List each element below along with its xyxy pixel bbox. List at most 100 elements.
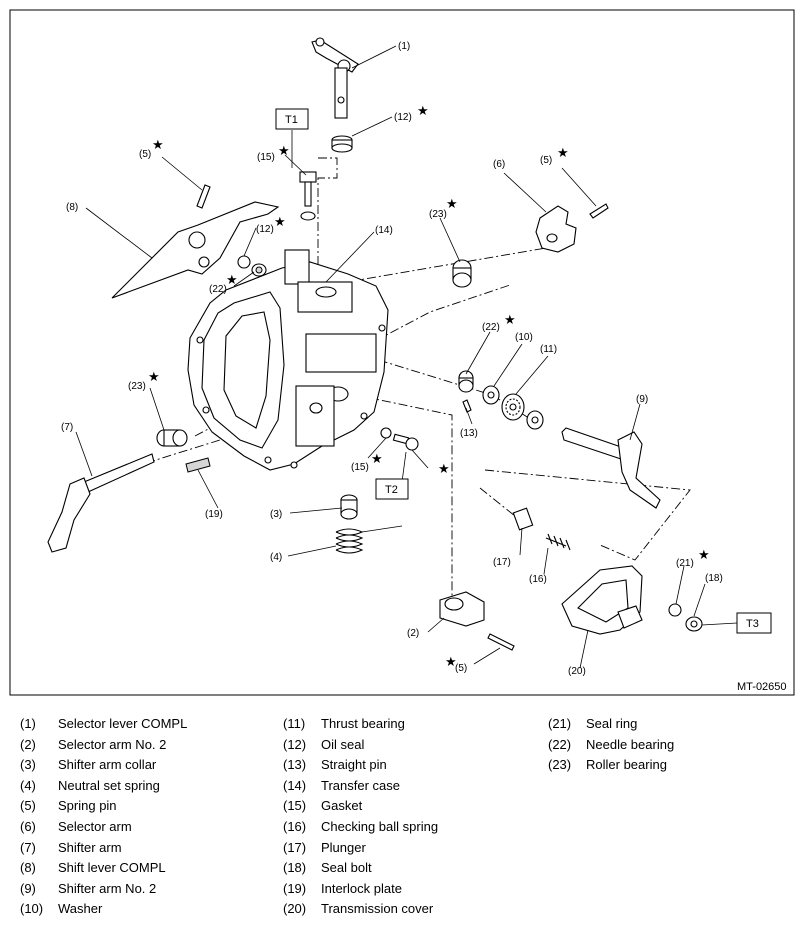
legend-item: (19)Interlock plate — [283, 879, 438, 900]
shifter-arm — [47, 453, 155, 553]
legend-name: Gasket — [321, 798, 363, 814]
oil-seal-top — [331, 135, 353, 153]
legend-item: (5) Spring pin — [20, 796, 187, 817]
callout-4: (4) — [270, 552, 282, 563]
legend-number: (5) — [20, 798, 36, 814]
figure-code: MT-02650 — [737, 681, 787, 693]
roller-bearing-right — [452, 259, 472, 288]
interlock-plate — [185, 457, 211, 473]
callout-9: (9) — [636, 394, 648, 405]
legend-number: (4) — [20, 777, 36, 793]
legend-number: (8) — [20, 860, 36, 876]
shifter-arm-no2 — [561, 427, 661, 509]
callout-12-top: (12) — [394, 112, 412, 123]
diagram-frame — [9, 9, 795, 696]
callout-labels: (1) (12) (15) (5) (8) (12) (22) (14) (23… — [61, 41, 723, 677]
legend-number: (11) — [283, 716, 306, 731]
legend-name: Shift lever COMPL — [58, 860, 166, 876]
shift-lever-compl — [111, 201, 280, 299]
legend-column-1: (1) Selector lever COMPL (2) Selector arm … — [20, 714, 187, 920]
gasket-and-bolt-lower — [380, 427, 419, 451]
legend-item: (13)Straight pin — [283, 755, 438, 776]
transmission-cover — [561, 565, 643, 635]
callout-5-bottom: (5) — [455, 663, 467, 674]
star-symbols: ★ ★ ★ ★ ★ ★ ★ ★ ★ ★ ★ ★ ★ — [148, 104, 710, 670]
legend-item: (17) Plunger — [283, 838, 438, 859]
star-icon: ★ — [446, 197, 458, 212]
legend-number: (17) — [283, 839, 307, 855]
legend-name: Selector arm — [58, 818, 132, 834]
legend-item: (10)Washer — [20, 899, 187, 920]
legend-item: (16)Checking ball spring — [283, 817, 438, 838]
torque-tag-t3-box — [736, 612, 772, 634]
legend-item: (6)Selector arm — [20, 817, 187, 838]
legend-item: (1) Selector lever COMPL — [20, 714, 187, 735]
callout-20: (20) — [568, 666, 586, 677]
straight-pin — [462, 399, 472, 413]
legend-item: (11) Thrust bearing — [283, 714, 438, 735]
legend-item: (4) Neutral set spring — [20, 776, 187, 797]
callout-19: (19) — [205, 509, 223, 520]
callout-23-left: (23) — [128, 381, 146, 392]
torque-tag-t1-box — [275, 108, 309, 130]
checking-ball-spring — [545, 533, 571, 551]
star-icon: ★ — [438, 462, 450, 477]
legend-number: (1) — [20, 716, 36, 731]
callout-1: (1) — [398, 41, 410, 52]
spring-pin-right — [589, 203, 609, 219]
legend-name: Shifter arm No. 2 — [58, 880, 157, 896]
callout-18: (18) — [705, 573, 723, 584]
transfer-case — [187, 249, 389, 471]
roller-bearing-left — [156, 429, 188, 447]
leader-lines — [75, 45, 738, 669]
star-icon: ★ — [274, 215, 286, 230]
legend-number: (15) — [283, 798, 307, 814]
callout-13: (13) — [460, 428, 478, 439]
legend-name: Selector arm No. 2 — [58, 736, 167, 752]
legend-name: Seal bolt — [321, 860, 372, 876]
callout-21: (21) — [676, 558, 694, 569]
legend-name: Selector lever COMPL — [58, 716, 188, 731]
legend-item: (2) Selector arm No. 2 — [20, 735, 187, 756]
legend-name: Neutral set spring — [58, 777, 160, 793]
legend-name: Washer — [58, 901, 103, 917]
plunger — [512, 507, 534, 531]
callout-23-right: (23) — [429, 209, 447, 220]
legend-name: Thrust bearing — [321, 716, 405, 731]
callout-5-left: (5) — [139, 149, 151, 160]
callout-15-top: (15) — [257, 152, 275, 163]
callout-16: (16) — [529, 574, 547, 585]
legend-name: Transfer case — [321, 777, 400, 793]
legend-number: (22) — [548, 736, 572, 752]
legend-number: (2) — [20, 736, 36, 752]
legend-number: (16) — [283, 818, 307, 834]
torque-tag-t3: T3 — [746, 618, 759, 630]
legend-name: Oil seal — [321, 736, 365, 752]
legend-number: (14) — [283, 777, 307, 793]
legend-name: Straight pin — [321, 757, 387, 773]
legend-item: (23)Roller bearing — [548, 755, 674, 776]
legend-item: (21)Seal ring — [548, 714, 674, 735]
legend-number: (19) — [283, 880, 307, 896]
legend-name: Spring pin — [58, 798, 117, 814]
callout-22-right: (22) — [482, 322, 500, 333]
legend-number: (23) — [548, 757, 572, 773]
star-icon: ★ — [152, 138, 164, 153]
thrust-bearing — [501, 393, 525, 421]
legend-item: (18) Seal bolt — [283, 858, 438, 879]
callout-3: (3) — [270, 509, 282, 520]
legend-item: (7)Shifter arm — [20, 838, 187, 859]
bolt-and-gasket — [299, 171, 317, 221]
star-icon: ★ — [445, 655, 457, 670]
callout-15-lower: (15) — [351, 462, 369, 473]
star-icon: ★ — [557, 146, 569, 161]
legend-column-3: (21)Seal ring (22)Needle bearing (23)Rol… — [548, 714, 674, 776]
torque-tag-t2-box — [375, 478, 409, 500]
legend-name: Shifter arm collar — [58, 757, 157, 773]
legend-number: (18) — [283, 860, 307, 876]
spring-pin-left — [196, 184, 211, 209]
legend-column-2: (11)Thrust bearing (12)Oil seal (13)Stra… — [283, 714, 438, 920]
selector-arm-no2 — [439, 591, 485, 627]
legend-name: Plunger — [321, 839, 366, 855]
